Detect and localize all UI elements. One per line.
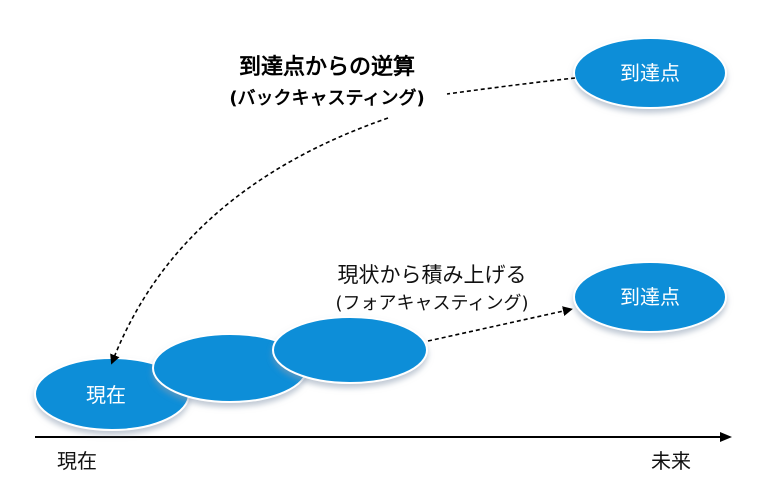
goal-node-bottom <box>573 261 727 333</box>
backcasting-arrow <box>110 117 389 365</box>
forecasting-title: 現状から積み上げる <box>338 263 527 287</box>
backcasting-subtitle: (バックキャスティング) <box>229 87 424 109</box>
goal-node-top-label: 到達点 <box>620 61 680 85</box>
backcasting-connector <box>446 77 576 95</box>
goal-node-bottom-label: 到達点 <box>620 285 680 309</box>
goal-node-top <box>573 37 727 109</box>
forecasting-arrow <box>427 306 573 342</box>
timeline-end-label: 未来 <box>651 449 691 473</box>
timeline-start-label: 現在 <box>57 449 97 473</box>
forecasting-subtitle: (フォアキャスティング) <box>336 293 529 314</box>
intermediate-step-2 <box>272 316 428 384</box>
present-node-label: 現在 <box>86 383 126 407</box>
backcasting-title: 到達点からの逆算 <box>239 54 415 80</box>
